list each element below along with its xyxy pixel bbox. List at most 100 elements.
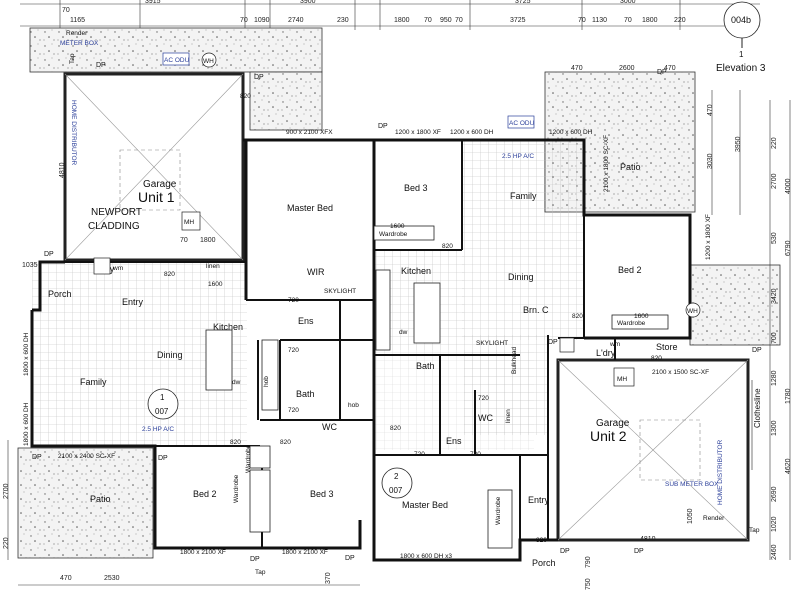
dp-marker: DP — [634, 548, 644, 555]
dim-right: 3030 — [707, 153, 714, 169]
dim-misc: 1800 — [200, 237, 216, 244]
dw-u2: dw — [399, 329, 408, 336]
window-1800x600-x3: 1800 x 600 DH x3 — [400, 553, 452, 560]
dim-misc: 4810 — [59, 162, 66, 178]
dim-misc: 470 — [664, 65, 676, 72]
dim-top: 3725 — [515, 0, 531, 5]
room-linen-u2: linen — [505, 409, 512, 423]
dim-top: 70 — [578, 17, 586, 24]
room-master-u1: Master Bed — [287, 203, 333, 213]
dim-top: 1165 — [70, 17, 85, 24]
window-1800x2100-a: 1800 x 2100 XF — [180, 549, 226, 556]
render-bottom: Render — [703, 515, 725, 522]
dim-right: 2700 — [771, 173, 778, 189]
room-patio-u1: Patio — [90, 494, 111, 504]
wh-u2: WH — [687, 308, 698, 315]
door-tag: 820 — [164, 271, 175, 278]
wardrobe-u1-b: Wardrobe — [245, 444, 252, 473]
dim-bottom: 790 — [585, 556, 592, 568]
walls — [30, 138, 692, 562]
room-dining-u2: Dining — [508, 272, 534, 282]
dim-top: 3000 — [620, 0, 636, 5]
tap-right: Tap — [749, 527, 760, 534]
window-1200x1800-top: 1200 x 1800 XF — [395, 129, 441, 136]
unit2-label: Unit 2 — [590, 428, 627, 444]
room-ldry-u2: L'dry — [596, 348, 616, 358]
dp-marker: DP — [254, 74, 264, 81]
door-tag: 820 — [230, 439, 241, 446]
door-tag: 820 — [536, 537, 547, 544]
dim-top: 950 — [440, 17, 452, 24]
dim-right: 530 — [771, 232, 778, 244]
window-1800x2100-b: 1800 x 2100 XF — [282, 549, 328, 556]
dim-left: 2700 — [3, 483, 10, 499]
dim-right: 1780 — [785, 388, 792, 404]
left-bottom-dimension-lines — [7, 440, 360, 586]
fixtures — [93, 52, 701, 387]
window-1200x600-a: 1200 x 600 DH — [450, 129, 494, 136]
dim-misc: 4810 — [640, 536, 656, 543]
room-wc-u1: WC — [322, 422, 337, 432]
mh-u1: MH — [184, 219, 194, 226]
window-2100x1800: 2100 x 1800 SC-XF — [603, 135, 610, 192]
section-ref-2: 007 — [389, 486, 403, 495]
door-tag: 820 — [390, 425, 401, 432]
elevation-marker: 004b 1 Elevation 3 — [716, 1, 766, 74]
dim-misc: 70 — [180, 237, 188, 244]
cladding-label: CLADDING — [88, 221, 140, 232]
dp-marker: DP — [44, 251, 54, 258]
room-family-u1: Family — [80, 377, 107, 387]
room-bed2-u2: Bed 2 — [618, 265, 642, 275]
clothesline-label: Clothesline — [753, 388, 762, 428]
door-tag: 1600 — [390, 223, 405, 230]
room-bed3-u1: Bed 3 — [310, 489, 334, 499]
garage-unit2 — [556, 358, 750, 542]
door-tag: 720 — [288, 407, 299, 414]
room-wc-u2: WC — [478, 413, 493, 423]
dim-right: 470 — [707, 104, 714, 116]
window-1200x1800-right: 1200 x 1800 XF — [705, 214, 712, 260]
door-tags: 820 820 820 820 820 820 820 820 820 720 … — [164, 93, 662, 544]
door-tag: 1600 — [634, 313, 649, 320]
skylight-u1: SKYLIGHT — [324, 288, 356, 295]
ac-u2: 2.5 HP A/C — [502, 153, 534, 160]
window-1800x600-side: 1800 x 600 DH — [23, 332, 30, 376]
dp-marker: DP — [96, 62, 106, 69]
dim-bottom: 470 — [60, 575, 72, 582]
skylight-u2: SKYLIGHT — [476, 340, 508, 347]
window-2100x1500: 2100 x 1500 SC-XF — [652, 369, 709, 376]
dim-right: 2460 — [771, 544, 778, 560]
room-dining-u1: Dining — [157, 350, 183, 360]
door-tag: 720 — [414, 451, 425, 458]
dim-misc: 2600 — [619, 65, 635, 72]
dim-top: 70 — [455, 17, 463, 24]
dim-right: 6790 — [785, 240, 792, 256]
room-bed3-u2: Bed 3 — [404, 183, 428, 193]
room-porch-u1: Porch — [48, 289, 72, 299]
dim-right: 4620 — [785, 458, 792, 474]
dim-bottom: 370 — [325, 572, 332, 584]
room-entry-u1: Entry — [122, 297, 144, 307]
dp-marker: DP — [560, 548, 570, 555]
room-ens-u2: Ens — [446, 436, 462, 446]
door-tag: 1600 — [208, 281, 223, 288]
right-dimension-lines — [711, 90, 791, 560]
dp-marker: DP — [250, 556, 260, 563]
dim-left: 220 — [3, 537, 10, 549]
kitchen-benches — [205, 269, 441, 411]
section-markers — [147, 388, 413, 499]
room-ens-u1: Ens — [298, 316, 314, 326]
dim-right: 220 — [771, 137, 778, 149]
room-store-u2: Store — [656, 342, 678, 352]
tap-left: Tap — [255, 569, 266, 576]
door-tag: 720 — [288, 297, 299, 304]
dim-misc: 470 — [571, 65, 583, 72]
room-entry-u2: Entry — [528, 495, 550, 505]
dp-marker: DP — [548, 339, 558, 346]
dp-marker: DP — [32, 454, 42, 461]
home-dist-u1: HOME DISTRIBUTOR — [70, 100, 77, 166]
bulkhead-u2: Bulkhead — [511, 347, 518, 374]
mh-u2: MH — [617, 376, 627, 383]
dim-top: 3915 — [145, 0, 161, 5]
dim-right: 1020 — [771, 516, 778, 532]
